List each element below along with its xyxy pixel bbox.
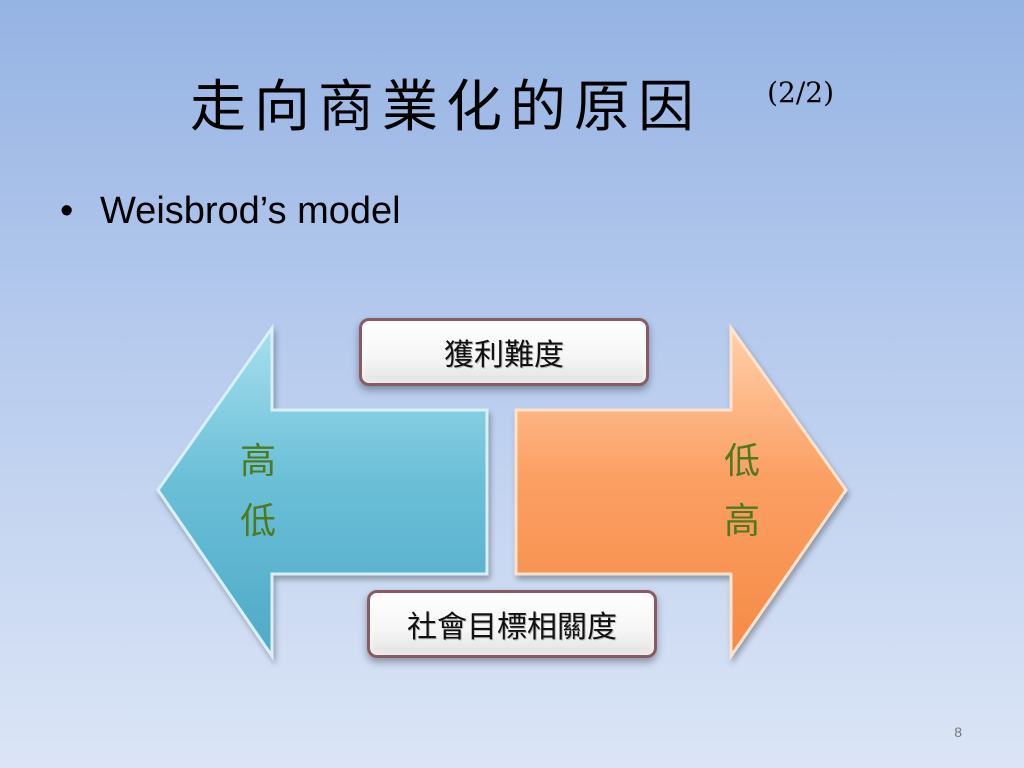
bullet-dot-icon: • [60,190,74,232]
left-arrow-text: 高 低 [240,432,276,552]
bullet-text: Weisbrod’s model [100,190,401,232]
social-goal-relevance-label: 社會目標相關度 [367,590,657,658]
left-arrow-line1: 高 [240,441,277,482]
profit-difficulty-label: 獲利難度 [359,318,649,386]
right-arrow [514,323,848,661]
title-suffix: (2/2) [767,76,834,109]
right-arrow-line2: 高 [724,501,761,542]
left-arrow [156,323,489,661]
right-arrow-line1: 低 [724,441,761,482]
slide-title: 走向商業化的原因 (2/2) [0,62,1024,143]
page-number: 8 [954,724,962,740]
left-arrow-line2: 低 [240,501,277,542]
title-main: 走向商業化的原因 [189,75,702,140]
bullet-item: • Weisbrod’s model [60,190,401,233]
right-arrow-text: 低 高 [724,432,760,552]
